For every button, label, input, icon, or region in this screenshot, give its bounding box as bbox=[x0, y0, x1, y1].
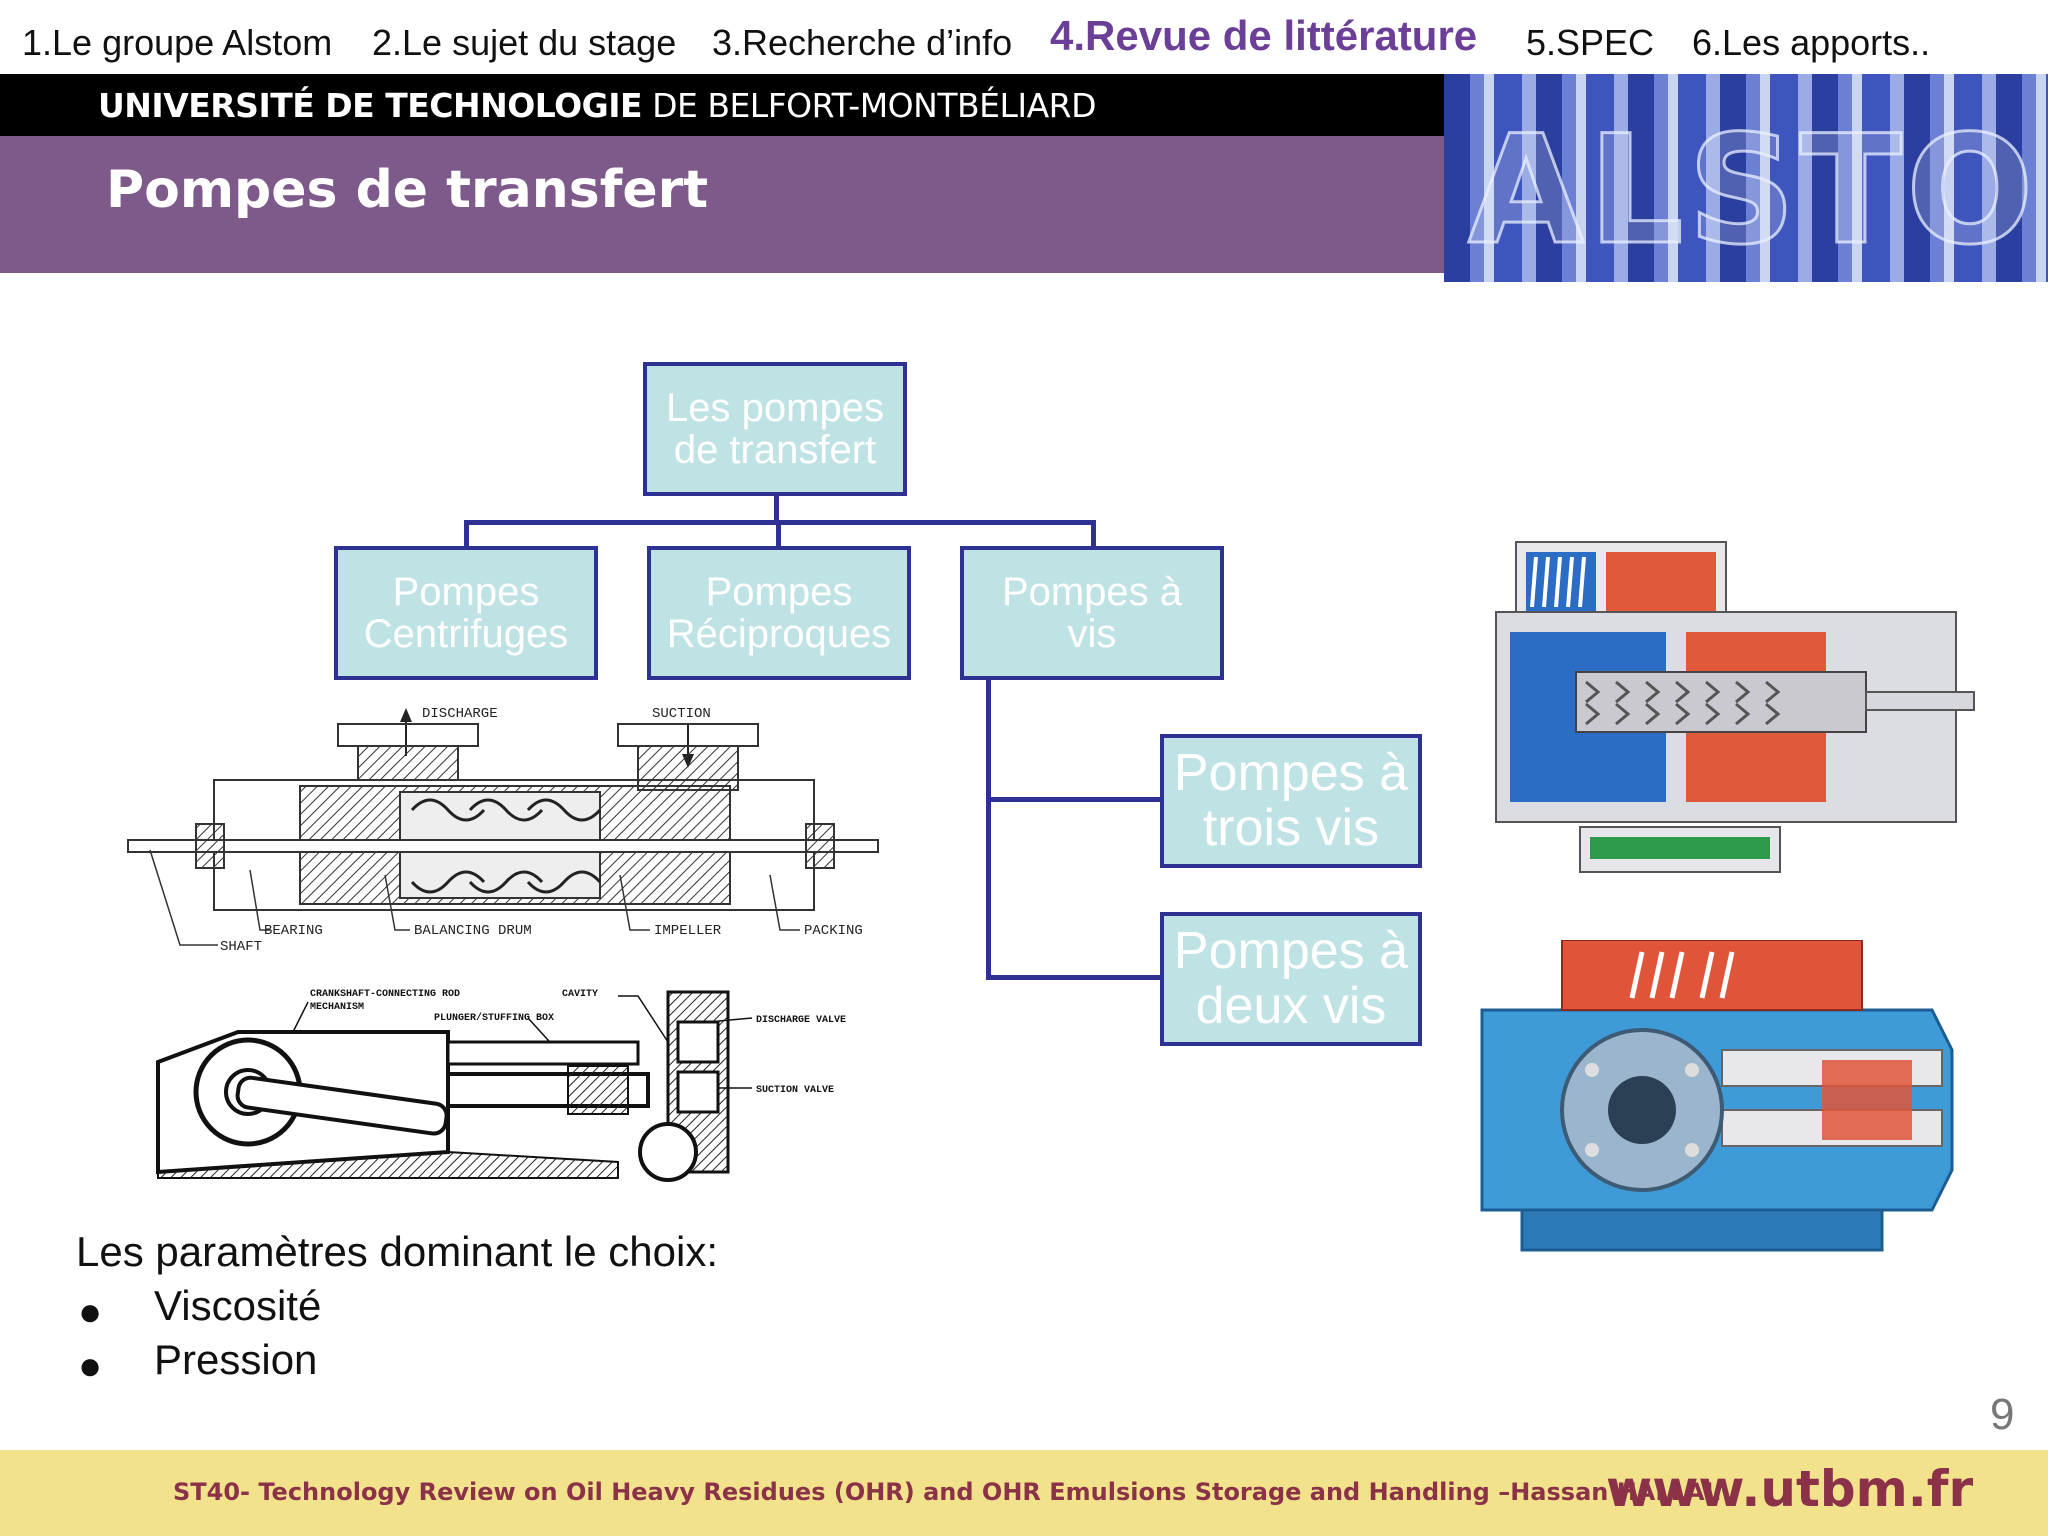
label-impeller: IMPELLER bbox=[654, 923, 722, 939]
connector-root-down bbox=[774, 494, 779, 524]
title-bar: Pompes de transfert bbox=[0, 136, 1444, 273]
nav-item-apports[interactable]: 6.Les apports.. bbox=[1692, 22, 1931, 63]
page-number: 9 bbox=[1990, 1390, 2015, 1439]
two-screw-pump-image bbox=[1480, 940, 1954, 1252]
label-bearing: BEARING bbox=[264, 923, 323, 939]
nav-item-sujet-stage[interactable]: 2.Le sujet du stage bbox=[372, 22, 677, 63]
label-mechanism: MECHANISM bbox=[310, 1002, 364, 1013]
centrifugal-pump-diagram: DISCHARGE SUCTION BEARING SHAFT BALANCIN… bbox=[127, 706, 879, 955]
connector-vis-vertical bbox=[986, 678, 991, 980]
three-screw-pump-image bbox=[1495, 541, 1975, 873]
footer-text: ST40- Technology Review on Oil Heavy Res… bbox=[173, 1478, 1720, 1506]
label-cavity: CAVITY bbox=[562, 989, 598, 1000]
section-nav: 1.Le groupe Alstom 2.Le sujet du stage 3… bbox=[0, 0, 2048, 74]
label-suction: SUCTION bbox=[652, 706, 711, 722]
bullet-icon: ● bbox=[78, 1344, 103, 1388]
nav-item-groupe-alstom[interactable]: 1.Le groupe Alstom bbox=[22, 22, 333, 63]
label-suction-valve: SUCTION VALVE bbox=[756, 1085, 834, 1096]
label-shaft: SHAFT bbox=[220, 939, 262, 955]
alstom-logo-panel: ALSTOM bbox=[1444, 74, 2048, 282]
label-discharge: DISCHARGE bbox=[422, 706, 498, 722]
label-crankshaft: CRANKSHAFT-CONNECTING ROD bbox=[310, 989, 460, 1000]
connector-trois-vis bbox=[986, 797, 1162, 802]
nav-item-revue-litterature[interactable]: 4.Revue de littérature bbox=[1050, 12, 1478, 59]
connector-reciproques bbox=[776, 520, 781, 548]
alstom-logo: ALSTOM bbox=[1467, 103, 2048, 280]
parameter-item: ●Viscosité bbox=[78, 1282, 322, 1334]
parameters-heading: Les paramètres dominant le choix: bbox=[76, 1228, 718, 1275]
label-packing: PACKING bbox=[804, 923, 863, 939]
connector-vis bbox=[1091, 520, 1096, 548]
nav-item-spec[interactable]: 5.SPEC bbox=[1526, 22, 1655, 63]
selection-parameters: Les paramètres dominant le choix: ●Visco… bbox=[76, 1228, 718, 1388]
connector-centrifuges bbox=[464, 520, 469, 548]
parameter-item: ●Pression bbox=[78, 1336, 318, 1388]
university-bar: UNIVERSITÉ DE TECHNOLOGIE DE BELFORT-MON… bbox=[0, 74, 1444, 136]
label-balancing-drum: BALANCING DRUM bbox=[414, 923, 532, 939]
nav-item-recherche-info[interactable]: 3.Recherche d’info bbox=[712, 22, 1013, 63]
parameters-list: ●Viscosité ●Pression bbox=[76, 1282, 718, 1388]
slide-title: Pompes de transfert bbox=[106, 160, 709, 220]
footer-bar: ST40- Technology Review on Oil Heavy Res… bbox=[0, 1450, 2048, 1536]
connector-deux-vis bbox=[986, 975, 1162, 980]
reciprocating-pump-diagram: CRANKSHAFT-CONNECTING ROD MECHANISM CAVI… bbox=[156, 989, 846, 1182]
bullet-icon: ● bbox=[78, 1290, 103, 1334]
footer-url-link[interactable]: www.utbm.fr bbox=[1606, 1460, 1974, 1518]
university-name: UNIVERSITÉ DE TECHNOLOGIE DE BELFORT-MON… bbox=[98, 86, 1097, 125]
label-discharge-valve: DISCHARGE VALVE bbox=[756, 1015, 846, 1026]
label-plunger: PLUNGER/STUFFING BOX bbox=[434, 1012, 554, 1024]
